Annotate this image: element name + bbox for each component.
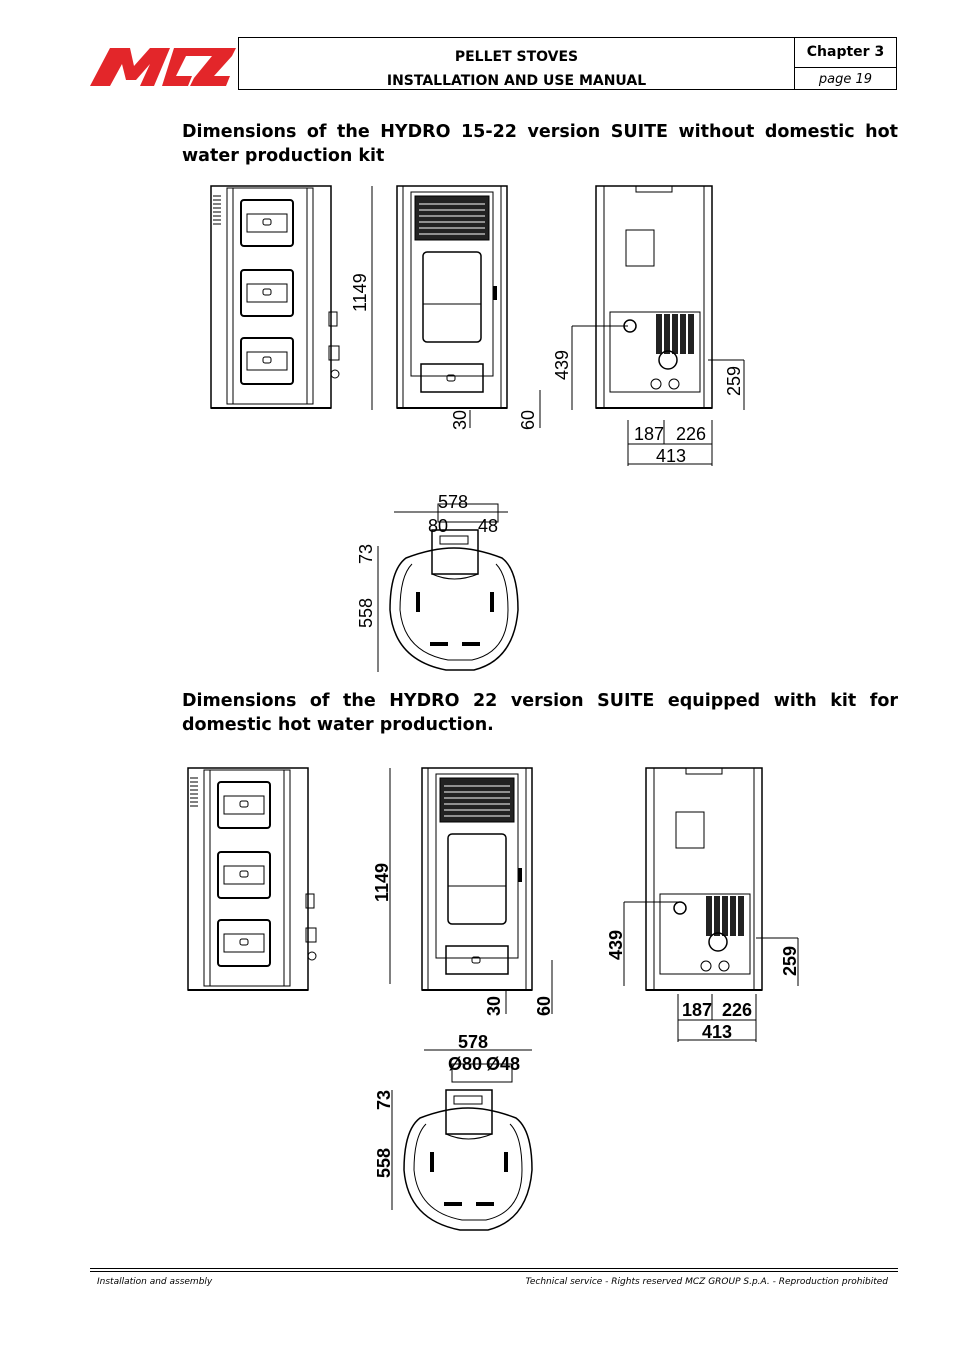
footer-right: Technical service - Rights reserved MCZ … xyxy=(525,1277,888,1287)
chapter-label: Chapter 3 xyxy=(795,38,896,68)
footer-rule xyxy=(90,1268,898,1269)
s2-plandepth-dim: 558 xyxy=(374,1148,394,1178)
s2-depth-dim: 413 xyxy=(702,1022,732,1042)
s1-height-dim: 1149 xyxy=(350,273,370,312)
mcz-logo xyxy=(90,48,236,86)
header-title-block: PELLET STOVES INSTALLATION AND USE MANUA… xyxy=(239,38,795,89)
s1-water-dim: 259 xyxy=(724,366,744,396)
header-box: PELLET STOVES INSTALLATION AND USE MANUA… xyxy=(238,37,897,90)
header-chapter-block: Chapter 3 page 19 xyxy=(795,38,896,89)
header-subtitle: INSTALLATION AND USE MANUAL xyxy=(386,73,647,89)
page-number: page 19 xyxy=(818,72,873,87)
s1-foot1-dim: 30 xyxy=(450,410,470,430)
s1-foot2-dim: 60 xyxy=(518,410,538,430)
s1-flue-dim: 439 xyxy=(552,350,572,380)
s2-water-dim: 259 xyxy=(780,946,800,976)
s2-height-dim: 1149 xyxy=(372,863,392,902)
s2-foot1-dim: 30 xyxy=(484,996,504,1016)
s2-offset1-dim: 187 xyxy=(682,1000,712,1020)
s2-flue-dim: 439 xyxy=(606,930,626,960)
s1-depth-dim: 413 xyxy=(656,446,686,466)
section2-heading: Dimensions of the HYDRO 22 version SUITE… xyxy=(182,691,898,735)
s1-topoff-dim: 73 xyxy=(356,544,376,564)
s2-width-dim: 578 xyxy=(458,1032,488,1052)
s2-foot2-dim: 60 xyxy=(534,996,554,1016)
s2-d2-dim: Ø48 xyxy=(486,1054,520,1074)
s1-offset1-dim: 187 xyxy=(634,424,664,444)
s2-topoff-dim: 73 xyxy=(374,1090,394,1110)
s1-width-dim: 578 xyxy=(438,492,468,512)
s2-d1-dim: Ø80 xyxy=(448,1054,482,1074)
s2-offset2-dim: 226 xyxy=(722,1000,752,1020)
footer-rule xyxy=(90,1271,898,1272)
header-title: PELLET STOVES xyxy=(454,49,579,65)
s1-d2-dim: 48 xyxy=(478,516,498,536)
footer-left: Installation and assembly xyxy=(97,1277,213,1287)
section1-heading: Dimensions of the HYDRO 15-22 version SU… xyxy=(182,122,898,166)
s1-d1-dim: 80 xyxy=(428,516,448,536)
s1-plandepth-dim: 558 xyxy=(356,598,376,628)
s1-offset2-dim: 226 xyxy=(676,424,706,444)
